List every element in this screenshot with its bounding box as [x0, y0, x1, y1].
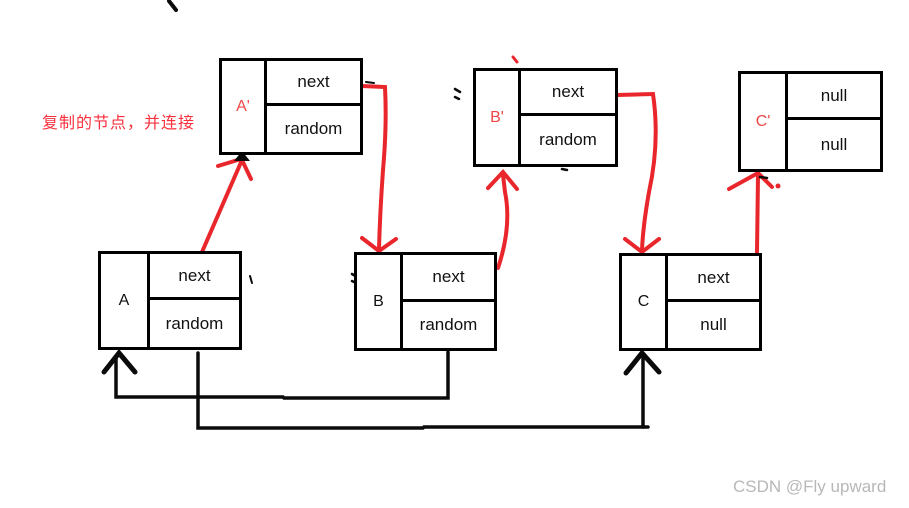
node-c-copy-next-field: null — [788, 74, 880, 120]
node-c-copy-random-field: null — [820, 134, 848, 154]
node-a-copy: A' next random — [219, 58, 363, 155]
black-arrowhead-at-a-copy — [234, 151, 250, 161]
stray-tick-right-of-a — [249, 275, 253, 284]
node-a-copy-next-field: next — [267, 61, 360, 106]
arrow-c-to-c-copy-head — [727, 170, 774, 191]
node-c: C next null — [619, 253, 762, 351]
node-a-label: A — [101, 254, 150, 347]
arrow-b-copy-next-to-c-head — [623, 237, 661, 255]
node-a-copy-random-field: random — [284, 119, 343, 138]
node-c-copy: C' null null — [738, 71, 883, 172]
node-b-copy: B' next random — [473, 68, 618, 167]
arrowhead-into-c — [623, 349, 662, 376]
stray-mark-top — [167, 0, 178, 12]
node-b-random-field: random — [419, 315, 478, 334]
node-b-next-field: next — [403, 255, 494, 302]
caption-copy-nodes: 复制的节点，并连接 — [42, 115, 196, 132]
node-b-label: B — [357, 255, 403, 348]
red-stray-dash-above-b-copy — [511, 55, 519, 64]
node-a-copy-label: A' — [222, 61, 267, 152]
node-c-label: C — [622, 256, 668, 348]
arrow-b-to-b-copy-head — [486, 168, 519, 191]
line-b-random-to-a — [114, 350, 450, 400]
arrow-b-copy-next-to-c — [615, 91, 658, 252]
node-a-next-field: next — [150, 254, 239, 300]
node-b-copy-label: B' — [476, 71, 521, 164]
arrow-a-to-a-copy — [200, 158, 244, 254]
node-b: B next random — [354, 252, 497, 351]
node-b-copy-next-field: next — [521, 71, 615, 116]
stray-tick-below-c-copy — [758, 175, 769, 180]
stray-ticks-left-of-b-copy — [453, 87, 462, 101]
csdn-watermark: CSDN @Fly upward — [733, 477, 887, 496]
node-a-random-field: random — [165, 313, 224, 333]
node-b-copy-random-field: random — [539, 130, 597, 149]
arrowhead-into-a — [101, 349, 138, 375]
arrow-c-to-c-copy — [755, 174, 760, 254]
node-c-next-field: next — [668, 256, 759, 302]
arrow-a-copy-next-to-b — [360, 84, 388, 251]
node-c-copy-label: C' — [741, 74, 788, 169]
red-stray-dot — [775, 183, 781, 189]
node-a: A next random — [98, 251, 242, 350]
stray-tick-right-of-a-copy — [365, 81, 375, 84]
node-c-null-field: null — [700, 315, 727, 334]
stray-tick-below-b-copy — [560, 167, 569, 172]
arrow-b-to-b-copy — [496, 173, 510, 270]
line-a-random-to-c — [196, 351, 650, 430]
arrow-a-copy-next-to-b-head — [360, 236, 398, 254]
